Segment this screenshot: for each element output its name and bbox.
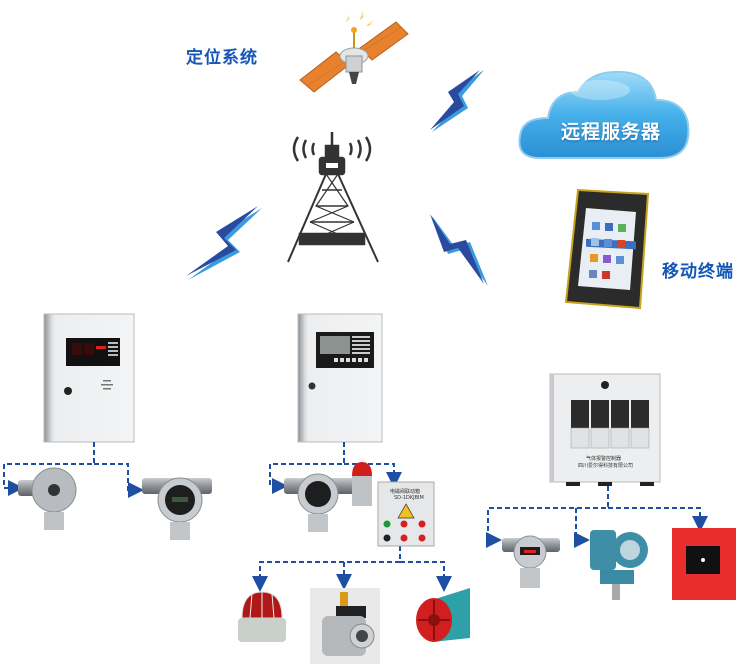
gas-alarm-controller-b bbox=[297, 313, 383, 443]
wireless-signal-bolt-top-right bbox=[430, 70, 484, 132]
gas-detector-2 bbox=[142, 477, 212, 540]
controller-c-name: 气体报警控制器 bbox=[586, 456, 622, 462]
switch-box-model: SD-1DKJBIM bbox=[394, 495, 424, 501]
tablet-icon bbox=[564, 188, 650, 310]
solenoid-valve bbox=[310, 588, 380, 664]
gas-detector-1 bbox=[18, 467, 77, 530]
satellite-icon bbox=[299, 10, 409, 93]
gas-alarm-controller-a bbox=[43, 313, 135, 443]
gas-detector-3 bbox=[284, 462, 372, 532]
switch-box bbox=[377, 481, 435, 547]
explosion-proof-alarm-light bbox=[238, 591, 286, 642]
label-remote-server: 远程服务器 bbox=[561, 121, 662, 143]
label-positioning-system: 定位系统 bbox=[186, 48, 258, 68]
gas-alarm-controller-c bbox=[549, 373, 661, 486]
label-mobile-terminal: 移动终端 bbox=[662, 262, 734, 282]
manual-alarm-button bbox=[672, 528, 736, 600]
pressure-transmitter bbox=[590, 530, 648, 600]
wireless-signal-bolt-left bbox=[186, 206, 262, 280]
gas-detector-4 bbox=[502, 535, 560, 588]
switch-box-name: 电磁阀联动箱 bbox=[390, 489, 421, 495]
controller-c-company: 四川爱尔得科技有限公司 bbox=[578, 463, 634, 469]
wireless-signal-bolt-bottom-right bbox=[430, 214, 488, 286]
signal-tower-icon bbox=[287, 132, 379, 263]
axial-fan bbox=[416, 588, 470, 642]
cloud-icon bbox=[518, 70, 690, 159]
